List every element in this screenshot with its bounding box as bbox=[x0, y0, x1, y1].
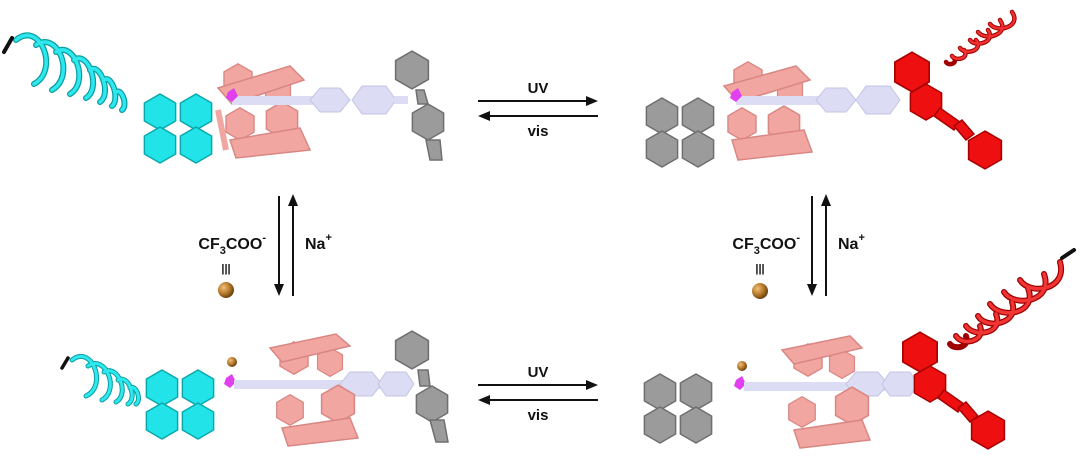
molecule-top-right bbox=[645, 9, 1017, 170]
cyan-helix-small bbox=[60, 354, 141, 407]
magenta-atom bbox=[734, 376, 746, 390]
sodium-ion-legend-left bbox=[218, 282, 234, 298]
cyan-helix-large bbox=[2, 32, 128, 113]
pink-macrocycle bbox=[722, 61, 814, 161]
red-helix-large bbox=[947, 248, 1076, 351]
lavender-axle bbox=[736, 85, 901, 115]
sodium-ion-legend-right bbox=[752, 283, 768, 299]
magenta-atom bbox=[224, 374, 236, 388]
cyan-pyrene bbox=[143, 93, 213, 164]
molecule-bottom-right bbox=[643, 248, 1076, 450]
anion-label-right: CF3COO- bbox=[732, 232, 800, 257]
pink-macrocycle bbox=[780, 335, 872, 449]
red-stilbene bbox=[902, 331, 1006, 450]
red-helix-small bbox=[943, 9, 1017, 67]
anion-label-left: CF3COO- bbox=[198, 232, 266, 257]
cation-label-left: Na+ bbox=[305, 232, 332, 253]
vis-label-top: vis bbox=[528, 123, 549, 140]
uv-label-bottom: UV bbox=[528, 364, 549, 381]
gray-stilbene bbox=[394, 50, 445, 161]
magenta-atom bbox=[226, 88, 238, 102]
gray-pyrene bbox=[645, 97, 715, 168]
molecule-top-left bbox=[2, 32, 445, 164]
lavender-axle bbox=[744, 371, 919, 397]
equilibrium-arrows-bottom bbox=[478, 380, 598, 405]
sodium-ion bbox=[227, 357, 237, 367]
magenta-atom bbox=[730, 88, 742, 102]
sodium-ion bbox=[737, 361, 747, 371]
pink-macrocycle bbox=[215, 63, 312, 159]
lavender-axle bbox=[234, 371, 415, 397]
gray-stilbene bbox=[394, 330, 449, 443]
equiv-symbol-left: ||| bbox=[221, 263, 230, 275]
pink-macrocycle bbox=[268, 333, 360, 447]
molecule-bottom-left bbox=[60, 330, 449, 447]
lavender-axle bbox=[232, 85, 408, 115]
vertical-arrows-right bbox=[807, 194, 831, 296]
cation-label-right: Na+ bbox=[838, 232, 865, 253]
gray-pyrene bbox=[643, 373, 713, 444]
uv-label-top: UV bbox=[528, 80, 549, 97]
equiv-symbol-right: ||| bbox=[755, 263, 764, 275]
red-stilbene bbox=[894, 51, 1003, 170]
vertical-arrows-left bbox=[274, 194, 298, 296]
vis-label-bottom: vis bbox=[528, 407, 549, 424]
cyan-pyrene bbox=[145, 369, 215, 440]
equilibrium-arrows-top bbox=[478, 96, 598, 121]
